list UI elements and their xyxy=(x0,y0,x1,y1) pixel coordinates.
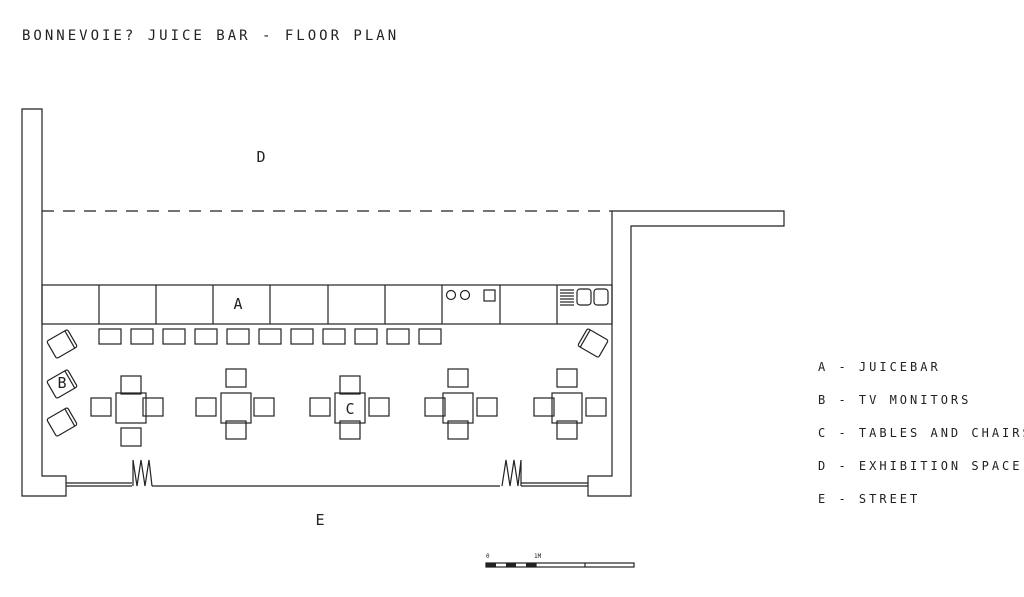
table-set xyxy=(309,375,390,440)
building-walls xyxy=(21,108,785,497)
bar-stools xyxy=(98,328,442,345)
chair xyxy=(120,375,142,395)
bar-stool xyxy=(194,328,218,345)
scale-end-label: 1M xyxy=(534,553,542,560)
table xyxy=(442,392,474,424)
page-title: BONNEVOIE? JUICE BAR - FLOOR PLAN xyxy=(22,28,399,44)
legend-item: A - JUICEBAR xyxy=(818,360,941,374)
chair xyxy=(556,368,578,388)
right-wall xyxy=(587,210,785,497)
chair xyxy=(339,375,361,395)
sink-basin-icon xyxy=(593,288,609,306)
tv-monitors xyxy=(46,328,609,437)
zone-label-d: D xyxy=(256,148,265,166)
table xyxy=(334,392,366,424)
tables-and-chairs xyxy=(90,368,607,447)
chair xyxy=(476,397,498,417)
bar-stool xyxy=(226,328,250,345)
chair xyxy=(533,397,555,417)
table-set xyxy=(533,368,607,440)
bar-stool xyxy=(354,328,378,345)
chair xyxy=(368,397,390,417)
legend-item: E - STREET xyxy=(818,492,920,506)
chair xyxy=(225,368,247,388)
sink-basin-icon xyxy=(576,288,592,306)
bar-stool xyxy=(98,328,122,345)
folding-door-right xyxy=(501,459,522,487)
chair xyxy=(447,368,469,388)
chair xyxy=(253,397,275,417)
chair xyxy=(339,420,361,440)
legend-item: C - TABLES AND CHAIRS xyxy=(818,426,1024,440)
legend-item: D - EXHIBITION SPACE xyxy=(818,459,1023,473)
legend: A - JUICEBAR B - TV MONITORS C - TABLES … xyxy=(818,360,1024,506)
tv-monitor xyxy=(46,369,78,399)
tv-monitor xyxy=(577,328,609,358)
table xyxy=(115,392,147,424)
bar-stool xyxy=(386,328,410,345)
table-set xyxy=(90,375,164,447)
sink-drainer-icon xyxy=(560,289,574,306)
zone-label-e: E xyxy=(315,511,324,529)
chair xyxy=(142,397,164,417)
zone-label-a: A xyxy=(233,295,242,313)
tv-monitor xyxy=(46,329,78,359)
table-set xyxy=(424,368,498,440)
scale-start-label: 0 xyxy=(486,553,490,560)
zone-label-c: C xyxy=(345,400,354,418)
bar-stool xyxy=(130,328,154,345)
chair xyxy=(424,397,446,417)
chair xyxy=(585,397,607,417)
chair xyxy=(309,397,331,417)
front-facade xyxy=(66,459,588,487)
stove-burner-icon xyxy=(445,289,457,301)
bar-stool xyxy=(418,328,442,345)
bar-stool xyxy=(290,328,314,345)
juice-bar-counter xyxy=(41,284,613,325)
tv-monitor xyxy=(46,407,78,437)
chair xyxy=(90,397,112,417)
bar-stool xyxy=(258,328,282,345)
folding-door-left xyxy=(132,459,153,487)
scale-bar: 0 1M xyxy=(485,553,635,568)
table xyxy=(551,392,583,424)
stove-burner-icon xyxy=(459,289,471,301)
bar-stool xyxy=(162,328,186,345)
chair xyxy=(225,420,247,440)
table-set xyxy=(195,368,275,440)
table xyxy=(220,392,252,424)
left-wall xyxy=(21,108,67,497)
legend-item: B - TV MONITORS xyxy=(818,393,971,407)
zone-label-b: B xyxy=(57,374,66,392)
bar-stool xyxy=(322,328,346,345)
chair xyxy=(556,420,578,440)
chair xyxy=(195,397,217,417)
chair xyxy=(120,427,142,447)
chair xyxy=(447,420,469,440)
appliance-icon xyxy=(483,289,496,302)
